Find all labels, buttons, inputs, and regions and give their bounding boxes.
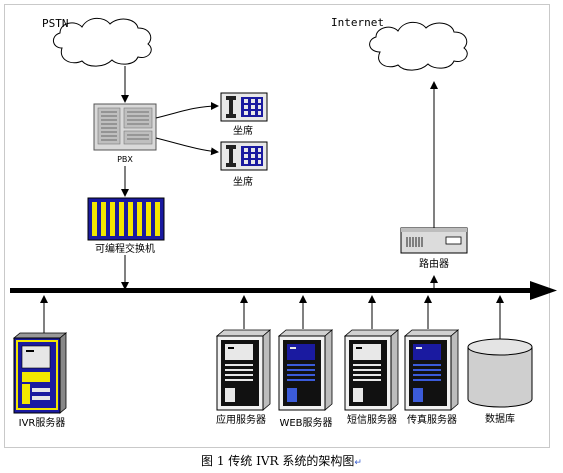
app-server-tower-icon: [215, 329, 272, 411]
pbx-to-agent1-arrow: [155, 102, 219, 119]
database-label: 数据库: [485, 414, 515, 425]
agent1-label: 坐席: [233, 126, 253, 137]
ivr-server-label: IVR服务器: [18, 418, 66, 429]
web-server-label: WEB服务器: [279, 418, 333, 429]
internet-cloud-icon: [369, 21, 468, 71]
sms-server-tower-icon: [343, 329, 400, 411]
router-icon: [400, 227, 468, 254]
switch-label: 可编程交换机: [95, 244, 155, 255]
figure-frame: [4, 4, 550, 448]
ivr-server-tower-icon: [12, 332, 68, 414]
agent1-phone-terminal-icon: [220, 92, 268, 122]
fax-server-label: 传真服务器: [407, 415, 457, 426]
sms-server-label: 短信服务器: [347, 415, 397, 426]
web-server-tower-icon: [277, 329, 334, 411]
internet-label: Internet: [331, 16, 384, 29]
app-server-label: 应用服务器: [216, 415, 266, 426]
agent2-label: 坐席: [233, 177, 253, 188]
switch-icon: [87, 197, 165, 241]
agent2-phone-terminal-icon: [220, 141, 268, 171]
pbx-icon: [93, 103, 157, 151]
pbx-to-agent2-arrow: [155, 137, 219, 156]
paragraph-return-icon: ↵: [354, 458, 362, 468]
figure-caption: 图 1 传统 IVR 系统的架构图↵: [0, 453, 563, 471]
pstn-label: PSTN: [42, 17, 69, 30]
network-bus: [10, 281, 557, 300]
fax-server-tower-icon: [403, 329, 460, 411]
pbx-label: PBX: [117, 155, 133, 164]
pstn-cloud-icon: [53, 17, 152, 67]
caption-text: 图 1 传统 IVR 系统的架构图: [201, 454, 355, 468]
database-cylinder-icon: [467, 338, 533, 408]
router-label: 路由器: [419, 259, 449, 270]
